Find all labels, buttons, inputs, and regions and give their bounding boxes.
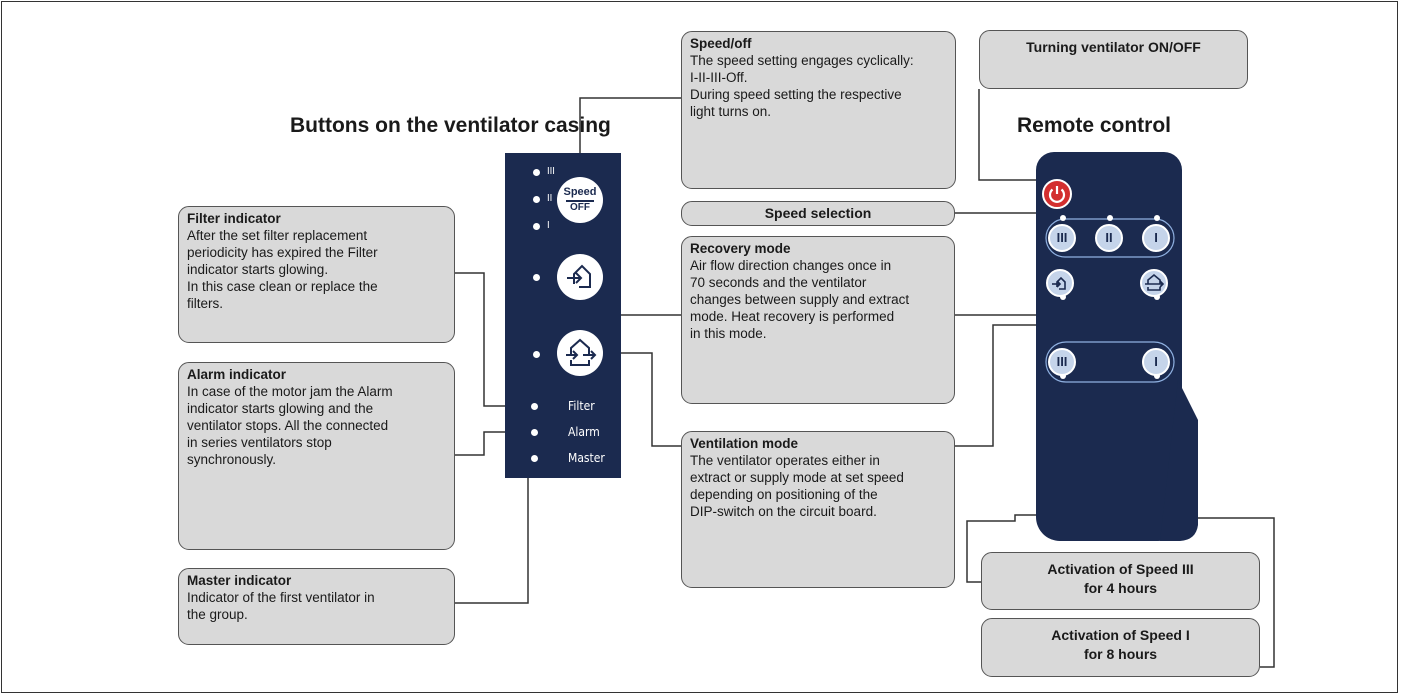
recovery-light — [533, 274, 540, 281]
master-light — [531, 455, 538, 462]
timer-speed-iii-button[interactable]: III — [1048, 348, 1076, 376]
speed-iii-mark: III — [547, 166, 555, 177]
filter-indicator-callout: Filter indicator After the set filter re… — [178, 206, 455, 343]
remote-heading: Remote control — [1017, 114, 1172, 137]
ventilation-house-icon — [1145, 273, 1165, 291]
power-button[interactable] — [1042, 179, 1072, 209]
master-indicator-callout: Master indicator Indicator of the first … — [178, 568, 455, 645]
filter-label: Filter — [568, 399, 595, 413]
speed-i-8h-line1: Activation of Speed I — [1051, 627, 1190, 643]
speed-i-8h-line2: for 8 hours — [1083, 646, 1158, 662]
recovery-mode-callout: Recovery mode Air flow direction changes… — [681, 236, 955, 404]
speed-ii-mark: II — [547, 193, 553, 204]
speed-ii-light — [533, 196, 540, 203]
ventilation-text: The ventilator operates either in extrac… — [690, 453, 904, 519]
alarm-light — [531, 429, 538, 436]
ventilation-mode-button[interactable] — [557, 330, 603, 376]
remote-control: III II I III I — [1036, 152, 1182, 541]
off-label: OFF — [570, 202, 590, 213]
remote-speed-iii-button[interactable]: III — [1048, 224, 1076, 252]
alarm-label: Alarm — [568, 425, 600, 439]
speed-off-title: Speed/off — [690, 36, 752, 51]
speed-iii-4h-line2: for 4 hours — [1083, 580, 1158, 596]
speed-i-light — [533, 223, 540, 230]
speed-iii-4h-label: Activation of Speed III for 4 hours — [981, 552, 1260, 610]
alarm-indicator-callout: Alarm indicator In case of the motor jam… — [178, 362, 455, 550]
master-title: Master indicator — [187, 573, 292, 588]
speed-off-button[interactable]: Speed OFF — [557, 177, 603, 223]
speed-iii-light — [533, 169, 540, 176]
speed-off-callout: Speed/off The speed setting engages cycl… — [681, 31, 956, 189]
ventilator-casing-panel: III II I Speed OFF — [505, 153, 621, 478]
alarm-text: In case of the motor jam the Alarm indic… — [187, 384, 393, 467]
remote-recovery-button[interactable] — [1046, 269, 1074, 297]
recovery-house-icon — [567, 264, 591, 288]
speed-off-text: The speed setting engages cyclically: I-… — [690, 53, 914, 119]
on-off-label: Turning ventilator ON/OFF — [979, 30, 1248, 89]
speed-i-mark: I — [547, 220, 550, 231]
casing-heading: Buttons on the ventilator casing — [290, 114, 611, 137]
filter-text: After the set filter replacement periodi… — [187, 228, 378, 311]
timer-speed-i-button[interactable]: I — [1142, 348, 1170, 376]
remote-speed-i-button[interactable]: I — [1142, 224, 1170, 252]
remote-speed-ii-button[interactable]: II — [1095, 224, 1123, 252]
power-icon — [1048, 186, 1066, 203]
speed-iii-4h-line1: Activation of Speed III — [1047, 561, 1194, 577]
ventilation-mode-callout: Ventilation mode The ventilator operates… — [681, 431, 955, 588]
ventilation-light — [533, 351, 540, 358]
ventilation-title: Ventilation mode — [690, 436, 799, 451]
recovery-text: Air flow direction changes once in 70 se… — [690, 258, 910, 341]
master-label: Master — [568, 451, 605, 465]
filter-light — [531, 403, 538, 410]
recovery-mode-button[interactable] — [557, 254, 603, 300]
alarm-title: Alarm indicator — [187, 367, 287, 382]
speed-divider — [566, 200, 594, 202]
speed-label: Speed — [563, 186, 597, 198]
master-text: Indicator of the first ventilator in the… — [187, 590, 375, 622]
filter-title: Filter indicator — [187, 211, 281, 226]
speed-selection-label: Speed selection — [681, 201, 955, 226]
recovery-title: Recovery mode — [690, 241, 791, 256]
speed-i-8h-label: Activation of Speed I for 8 hours — [981, 618, 1260, 677]
ventilation-house-icon — [566, 338, 597, 366]
recovery-house-icon — [1052, 276, 1066, 290]
remote-ventilation-button[interactable] — [1140, 269, 1168, 297]
